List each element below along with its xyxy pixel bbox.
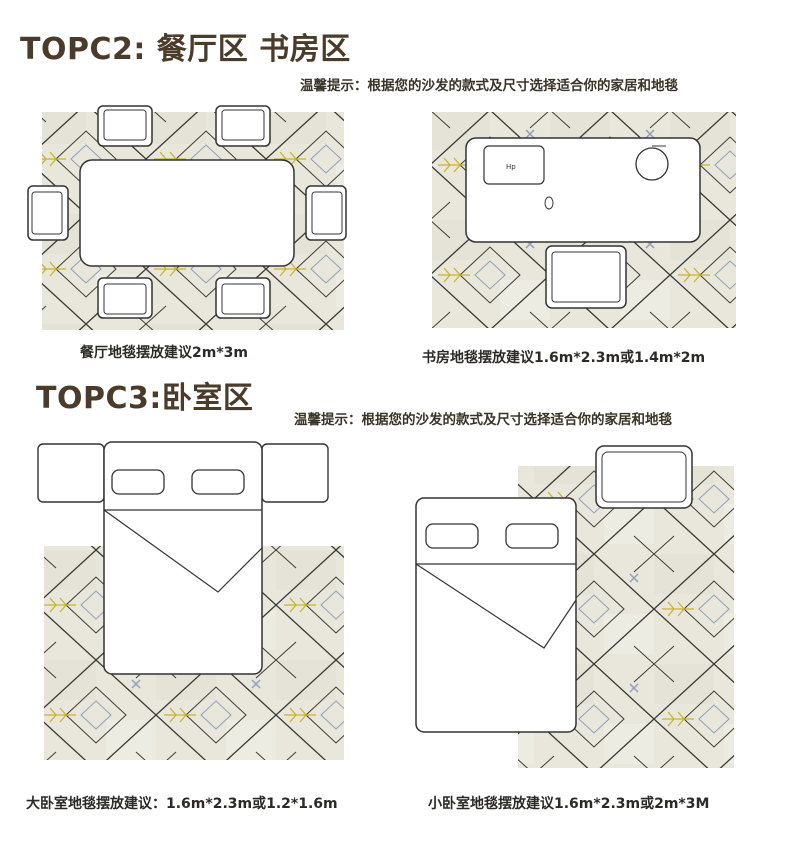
dining-chair [27,185,69,241]
bed [415,497,577,733]
laptop-brand-label: Hp [506,163,516,171]
dining-caption: 餐厅地毯摆放建议2m*3m [80,345,248,361]
nightstand-right [261,443,329,503]
dining-chair [97,105,153,147]
small-bedroom-layout [414,444,738,770]
pillow [425,523,479,549]
study-caption: 书房地毯摆放建议1.6m*2.3m或1.4m*2m [422,350,706,366]
computer-mouse [544,196,554,210]
large-bedroom-illustration [37,441,344,760]
folded-blanket [415,563,577,649]
dining-chair [97,277,153,319]
study-rug-illustration: Hp [432,112,736,328]
nightstand-left [37,443,105,503]
bed [103,441,263,675]
large-bedroom-caption: 大卧室地毯摆放建议：1.6m*2.3m或1.2*1.6m [26,796,338,812]
dining-chair [215,277,271,319]
small-bedroom-illustration [415,445,734,768]
dining-room-layout [26,104,356,334]
study-room-layout: Hp [430,110,740,332]
desk-lamp [635,147,669,181]
large-bedroom-layout [36,440,346,762]
dining-chair [305,185,347,241]
nightstand [595,445,693,509]
section-title-bedroom: TOPC3:卧室区 [36,381,254,416]
study-chair [545,245,627,309]
small-bedroom-caption: 小卧室地毯摆放建议1.6m*2.3m或2m*3M [428,796,710,812]
dining-chair [215,105,271,147]
pillow [505,523,559,549]
pillow [111,469,165,495]
dining-rug-illustration [27,105,347,330]
section-title-dining-study: TOPC2: 餐厅区 书房区 [20,32,351,67]
tip-text-top: 温馨提示：根据您的沙发的款式及尺寸选择适合你的家居和地毯 [300,78,678,94]
tip-text-bedroom: 温馨提示：根据您的沙发的款式及尺寸选择适合你的家居和地毯 [294,412,672,428]
laptop [483,145,545,185]
pillow [191,469,245,495]
folded-blanket [103,509,263,593]
dining-table [79,159,295,267]
